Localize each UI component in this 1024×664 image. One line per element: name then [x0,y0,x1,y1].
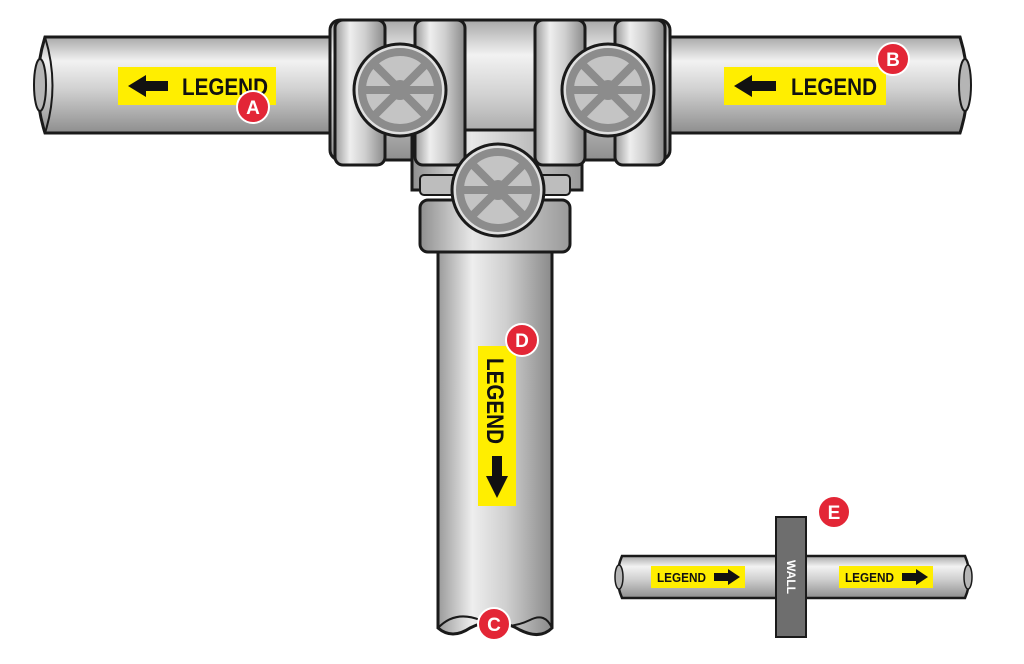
pipe-marker-d-text: LEGEND [481,358,508,444]
callout-badge-d: D [505,323,539,357]
pipe-marker-e-right: LEGEND [839,566,933,588]
callout-badge-c-text: C [487,615,501,636]
flow-arrow-icon [734,75,776,97]
pipe-marker-b-text: LEGEND [791,74,877,101]
flow-arrow-icon [128,75,168,97]
callout-badge-a-text: A [246,98,260,119]
pipe-marker-d: LEGEND [478,346,516,506]
callout-badge-b-text: B [886,50,900,71]
handwheel-valve-icon [560,42,656,138]
pipe-marker-e-left-text: LEGEND [657,570,706,585]
handwheel-valve-icon [450,142,546,238]
callout-badge-a: A [236,90,270,124]
callout-badge-c: C [477,607,511,641]
wall-pipe-example: WALL LEGEND LEGEND [614,516,973,638]
handwheel-valve-icon [352,42,448,138]
pipe-marker-e-left: LEGEND [651,566,745,588]
pipe-marker-e-right-text: LEGEND [845,570,894,585]
wall [775,516,807,638]
pipe-marker-b: LEGEND [724,67,886,105]
wall-label: WALL [784,560,798,594]
callout-badge-b: B [876,42,910,76]
callout-badge-e: E [817,495,851,529]
flow-arrow-icon [486,456,508,498]
callout-badge-e-text: E [828,503,841,524]
flow-arrow-icon [902,569,928,585]
flow-arrow-icon [714,569,740,585]
callout-badge-d-text: D [515,331,529,352]
